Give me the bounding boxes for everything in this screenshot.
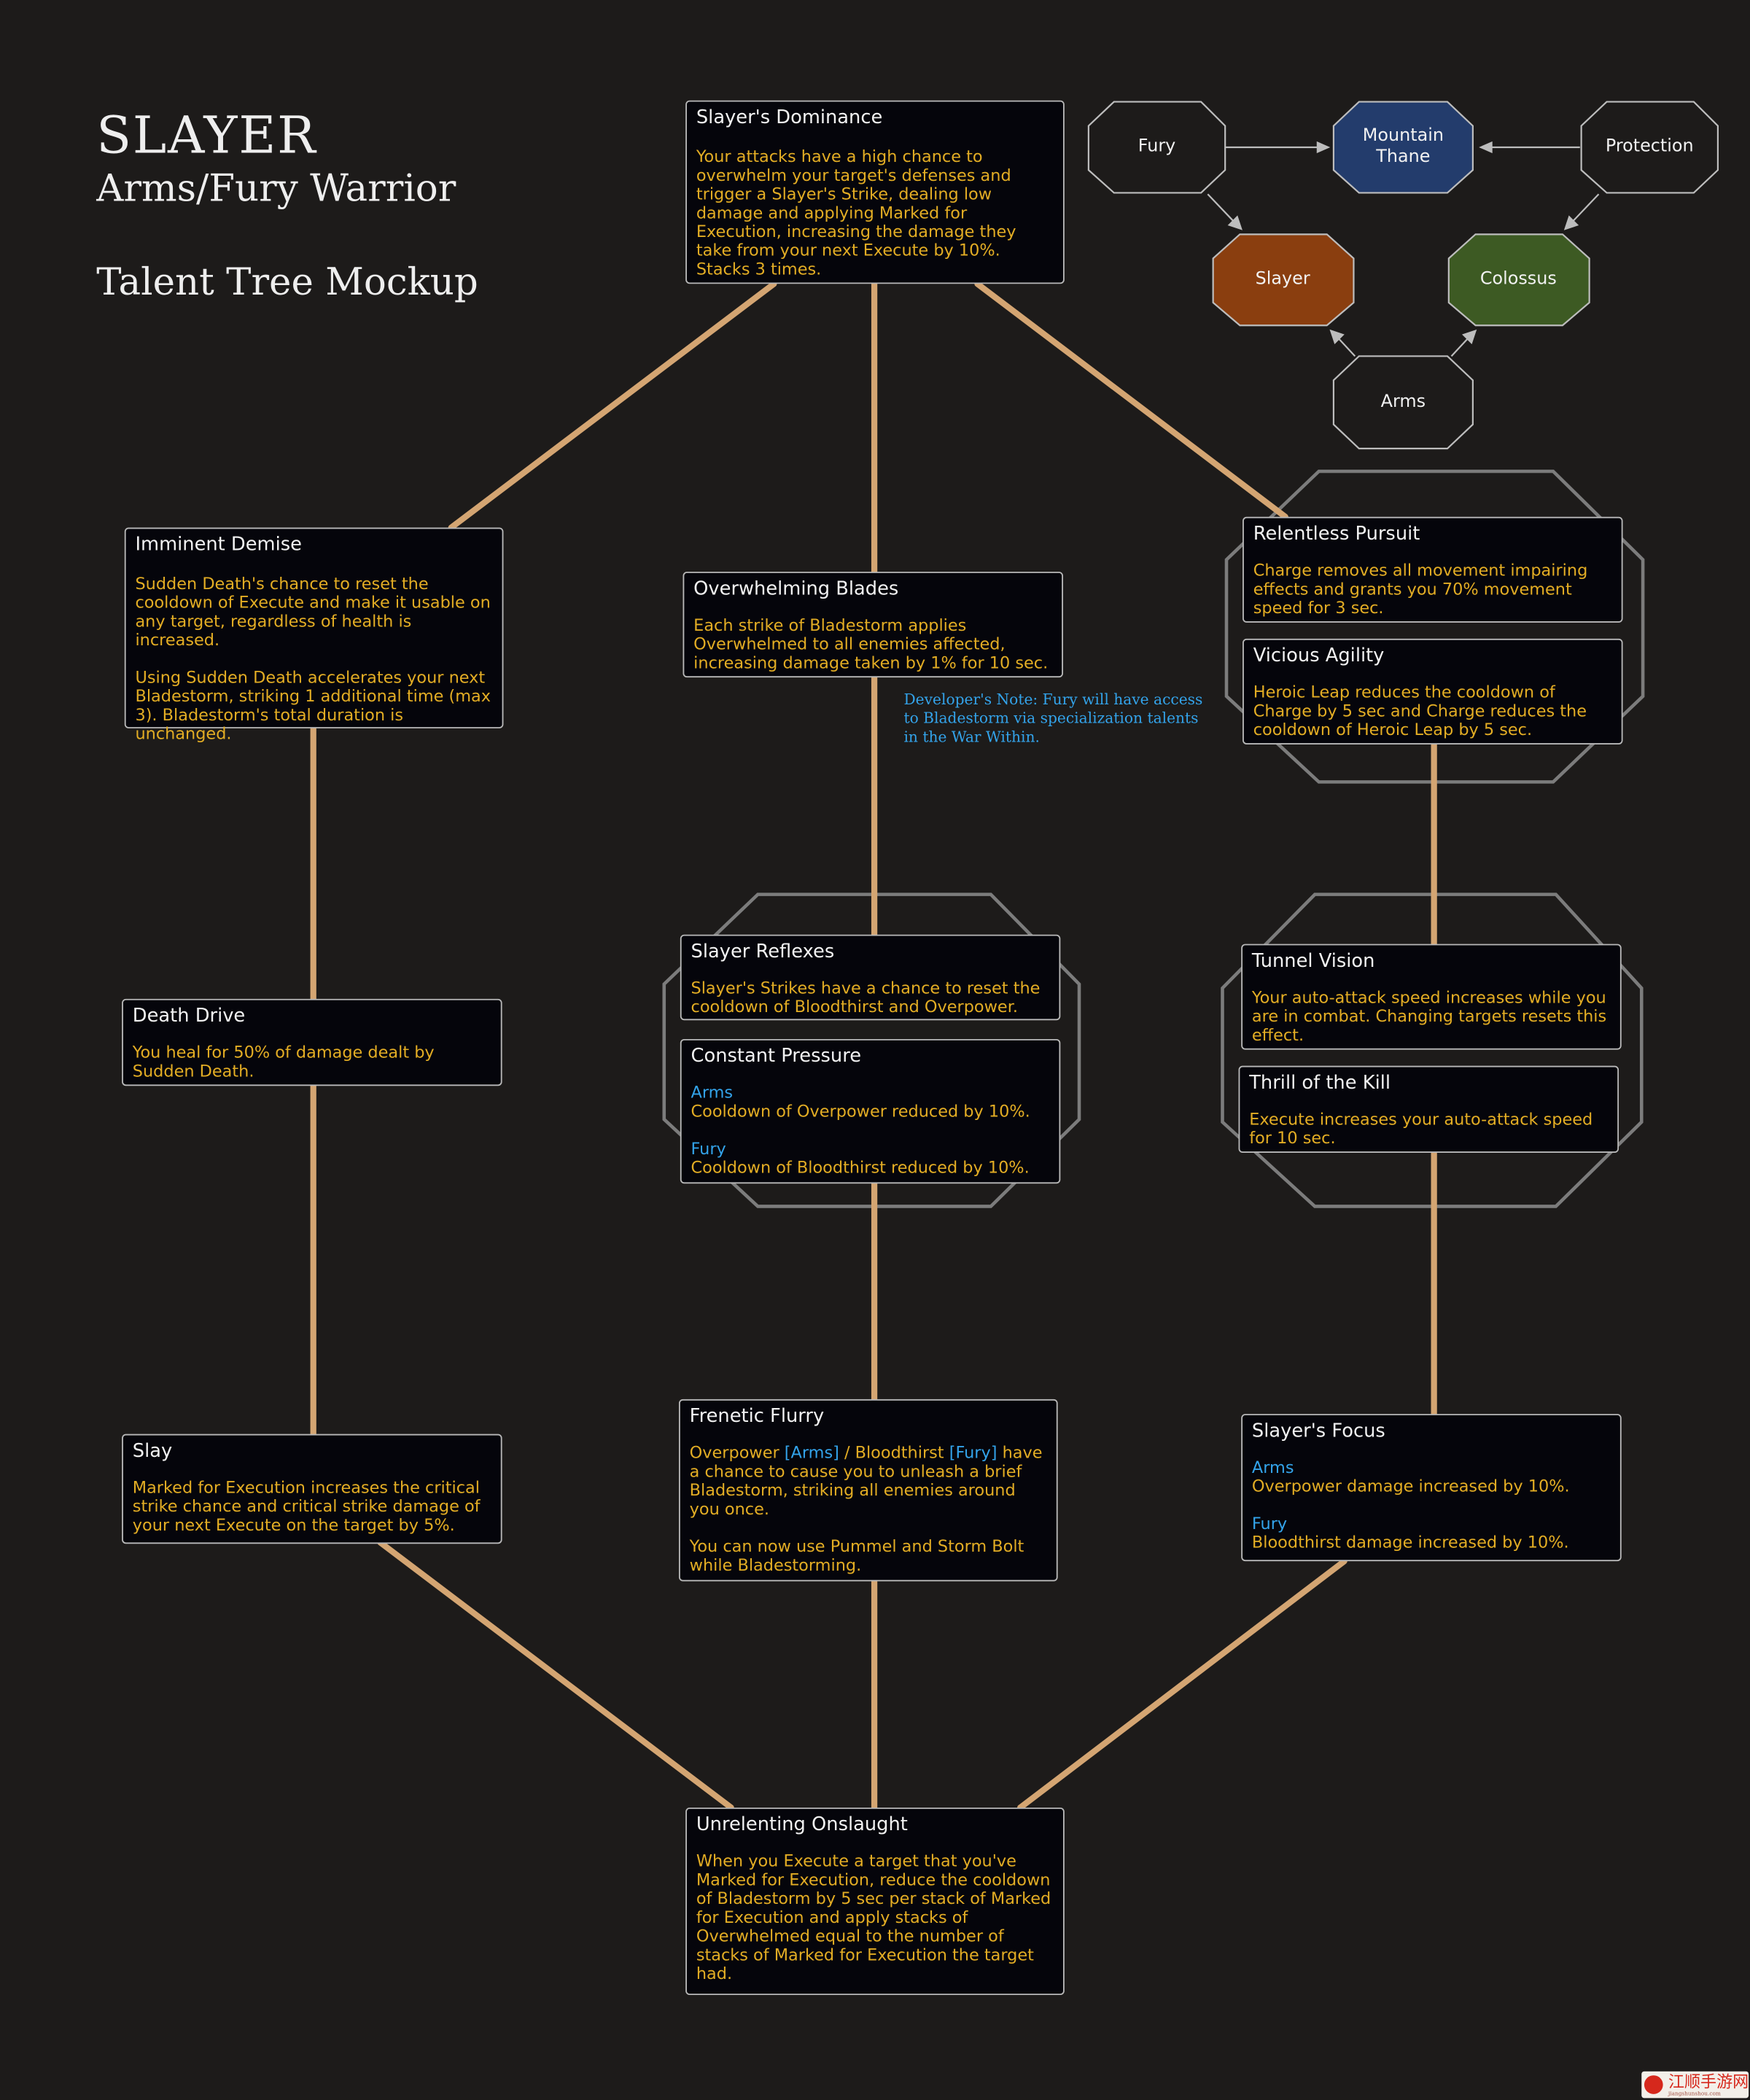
- arrow-head: [1329, 329, 1345, 345]
- spec-protection-octagon: [1580, 101, 1719, 194]
- connector-focus-onslaught: [1017, 1558, 1348, 1811]
- mockup-label: Talent Tree Mockup: [96, 260, 478, 304]
- talent-name: Imminent Demise: [135, 534, 302, 556]
- developer-note: Developer's Note: Fury will have access …: [903, 691, 1203, 746]
- talent-name: Slayer's Dominance: [696, 106, 883, 129]
- connectors: [310, 281, 1437, 1811]
- spec-tag-arms: Arms: [1251, 1458, 1294, 1477]
- talent-description: Execute increases your auto-attack speed…: [1249, 1110, 1593, 1148]
- arrow-head: [1316, 141, 1331, 154]
- talent-name: Thrill of the Kill: [1249, 1072, 1391, 1094]
- talent-vicious-agility[interactable]: Vicious Agility Heroic Leap reduces the …: [1242, 638, 1623, 744]
- watermark-text: 江顺手游网: [1668, 2072, 1749, 2092]
- arrow-head: [1479, 141, 1493, 154]
- choice-frame-middle: [662, 892, 1081, 1208]
- talent-name: Death Drive: [132, 1006, 246, 1027]
- talent-description: Heroic Leap reduces the cooldown of Char…: [1253, 682, 1587, 739]
- spec-label-protection: Protection: [1605, 136, 1694, 157]
- page-title: SLAYER: [96, 106, 317, 165]
- choice-frame-right-top: [1224, 470, 1645, 784]
- talent-name: Unrelenting Onslaught: [696, 1814, 908, 1836]
- talent-name: Constant Pressure: [691, 1046, 862, 1068]
- spec-tag-fury: Fury: [691, 1139, 726, 1159]
- spec-label-slayer: Slayer: [1255, 269, 1310, 289]
- spec-tag-arms: Arms: [691, 1083, 734, 1102]
- talent-description: Your auto-attack speed increases while y…: [1251, 988, 1607, 1045]
- arrow-head: [1461, 329, 1477, 345]
- talent-name: Overwhelming Blades: [693, 578, 899, 600]
- talent-tunnel-vision[interactable]: Tunnel Vision Your auto-attack speed inc…: [1241, 944, 1622, 1050]
- talent-slay[interactable]: Slay Marked for Execution increases the …: [122, 1434, 502, 1544]
- talent-description: Your attacks have a high chance to overw…: [696, 147, 1016, 279]
- connector-slay-onslaught: [377, 1539, 734, 1811]
- talent-relentless-pursuit[interactable]: Relentless Pursuit Charge removes all mo…: [1242, 516, 1623, 623]
- talent-frenetic-flurry[interactable]: Frenetic Flurry Overpower [Arms] / Blood…: [678, 1399, 1058, 1582]
- talent-name: Tunnel Vision: [1251, 950, 1375, 973]
- talent-description: Charge removes all movement impairing ef…: [1253, 561, 1588, 618]
- spec-label-mountain-thane: Mountain Thane: [1329, 126, 1477, 169]
- talent-description: Overpower [Arms] / Bloodthirst [Fury] ha…: [689, 1443, 1043, 1575]
- arrow-head: [1227, 215, 1242, 230]
- talent-description: Slayer's Strikes have a chance to reset …: [691, 979, 1041, 1016]
- spec-label-arms: Arms: [1380, 392, 1426, 413]
- spec-slayer-octagon: [1212, 233, 1355, 327]
- spec-tag-arms: [Arms]: [784, 1443, 839, 1463]
- talent-description: When you Execute a target that you've Ma…: [696, 1851, 1051, 1983]
- talent-slayers-dominance[interactable]: Slayer's Dominance Your attacks have a h…: [685, 100, 1065, 284]
- talent-name: Frenetic Flurry: [689, 1406, 825, 1428]
- spec-arms-octagon: [1332, 355, 1474, 450]
- talent-name: Slay: [132, 1440, 173, 1463]
- talent-slayer-reflexes[interactable]: Slayer Reflexes Slayer's Strikes have a …: [680, 934, 1061, 1021]
- spec-fury-octagon: [1087, 101, 1226, 194]
- spec-label-fury: Fury: [1138, 136, 1176, 157]
- choice-frame-right-bottom: [1221, 892, 1644, 1208]
- spec-tag-fury: Fury: [1251, 1514, 1288, 1533]
- connector-dominance-relentless: [974, 281, 1288, 520]
- spec-map-arrows: [1207, 141, 1600, 357]
- talent-thrill-of-the-kill[interactable]: Thrill of the Kill Execute increases you…: [1238, 1065, 1619, 1154]
- title-block: SLAYER Arms/Fury Warrior Talent Tree Moc…: [96, 104, 478, 305]
- spec-label-mountain-thane-line2: Thane: [1376, 147, 1431, 168]
- arrow-head: [1563, 215, 1579, 230]
- talent-description: Each strike of Bladestorm applies Overwh…: [693, 615, 1049, 672]
- talent-name: Slayer Reflexes: [691, 941, 835, 963]
- spec-label-colossus: Colossus: [1479, 269, 1557, 289]
- talent-unrelenting-onslaught[interactable]: Unrelenting Onslaught When you Execute a…: [685, 1807, 1065, 1996]
- connector-dominance-imminent: [448, 281, 777, 531]
- watermark-logo-icon: [1644, 2075, 1663, 2094]
- talent-name: Relentless Pursuit: [1253, 523, 1420, 545]
- talent-death-drive[interactable]: Death Drive You heal for 50% of damage d…: [122, 998, 502, 1086]
- talent-description: Sudden Death's chance to reset the coold…: [135, 574, 491, 744]
- spec-colossus-octagon: [1447, 233, 1590, 327]
- spec-mountain-thane-octagon: [1332, 101, 1474, 194]
- talent-name: Slayer's Focus: [1251, 1420, 1385, 1442]
- talent-description: You heal for 50% of damage dealt by Sudd…: [132, 1043, 435, 1081]
- spec-label-mountain-thane-line1: Mountain: [1362, 125, 1444, 147]
- spec-tag-fury: [Fury]: [949, 1443, 998, 1463]
- talent-overwhelming-blades[interactable]: Overwhelming Blades Each strike of Blade…: [682, 572, 1063, 678]
- talent-description: Marked for Execution increases the criti…: [132, 1478, 481, 1535]
- talent-name: Vicious Agility: [1253, 645, 1385, 667]
- watermark: 江顺手游网 jiangshunshou.com: [1641, 2071, 1749, 2099]
- talent-imminent-demise[interactable]: Imminent Demise Sudden Death's chance to…: [124, 527, 504, 743]
- page-subtitle: Arms/Fury Warrior: [96, 166, 456, 211]
- watermark-url: jiangshunshou.com: [1668, 2090, 1721, 2097]
